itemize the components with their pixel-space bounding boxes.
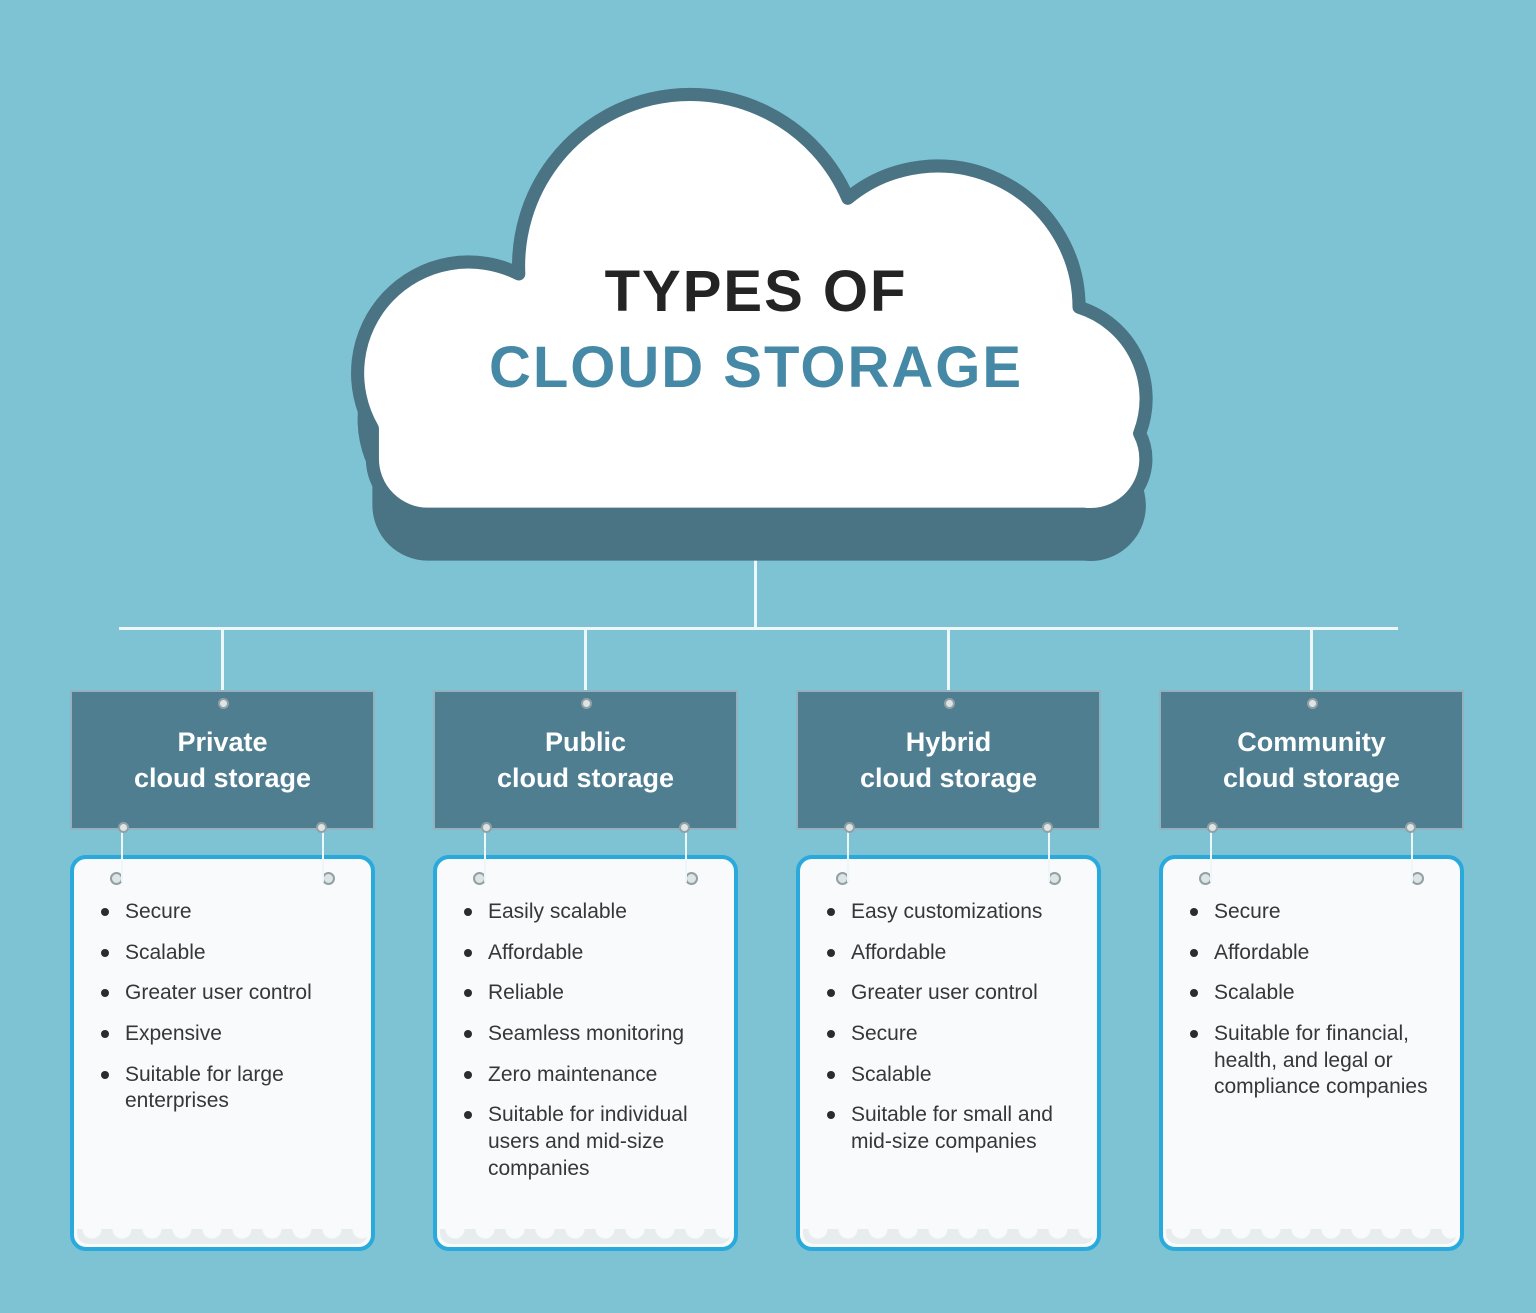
list-item: Suitable for small and mid-size companie… xyxy=(826,1102,1083,1155)
pin-icon xyxy=(118,822,130,833)
list-item: Suitable for financial, health, and lega… xyxy=(1189,1021,1446,1101)
column-header-community: Community cloud storage xyxy=(1159,690,1464,833)
column-title-line-2: cloud storage xyxy=(133,763,312,793)
list-item: Secure xyxy=(100,899,357,926)
cloud-stem-line xyxy=(754,560,757,630)
feature-card-public: Easily scalable Affordable Reliable Seam… xyxy=(433,855,738,1251)
feature-list: Easily scalable Affordable Reliable Seam… xyxy=(463,899,720,1182)
list-item: Expensive xyxy=(100,1021,357,1048)
column-title: Community cloud storage xyxy=(1223,724,1400,797)
column-title-line-2: cloud storage xyxy=(1222,763,1401,793)
paper-edge-decoration xyxy=(77,1229,368,1244)
column-title: Private cloud storage xyxy=(134,724,311,797)
column-header-hybrid: Hybrid cloud storage xyxy=(796,690,1101,833)
list-item: Greater user control xyxy=(100,980,357,1007)
column-header-public: Public cloud storage xyxy=(433,690,738,833)
column-community: Community cloud storage Secure Affordabl… xyxy=(1159,690,1464,1265)
column-public: Public cloud storage Easily scalable Aff… xyxy=(433,690,738,1265)
column-hybrid: Hybrid cloud storage Easy customizations… xyxy=(796,690,1101,1265)
list-item: Reliable xyxy=(463,980,720,1007)
column-title-line-1: Public xyxy=(544,726,626,757)
list-item: Scalable xyxy=(826,1062,1083,1089)
pin-icon xyxy=(1411,872,1425,885)
page-title: TYPES OF CLOUD STORAGE xyxy=(332,260,1180,400)
pin-icon xyxy=(315,822,327,833)
list-item: Scalable xyxy=(100,940,357,967)
list-item: Suitable for large enterprises xyxy=(100,1062,357,1115)
pin-icon xyxy=(481,822,493,833)
list-item: Suitable for individual users and mid-si… xyxy=(463,1102,720,1182)
column-header-private: Private cloud storage xyxy=(70,690,375,833)
feature-card-hybrid: Easy customizations Affordable Greater u… xyxy=(796,855,1101,1251)
list-item: Affordable xyxy=(1189,940,1446,967)
pin-icon xyxy=(1207,822,1219,833)
header-card-link-left xyxy=(1209,826,1212,882)
header-card-link-right xyxy=(685,826,688,882)
list-item: Easily scalable xyxy=(463,899,720,926)
list-item: Affordable xyxy=(826,940,1083,967)
cloud-svg xyxy=(351,87,1153,562)
header-card-link-right xyxy=(1411,826,1414,882)
drop-line-community xyxy=(1310,628,1313,694)
pin-icon xyxy=(217,698,229,709)
pin-icon xyxy=(685,872,699,885)
column-title-line-1: Hybrid xyxy=(905,726,992,757)
title-line-1: TYPES OF xyxy=(604,259,908,324)
drop-line-public xyxy=(584,628,587,694)
header-card-link-right xyxy=(322,826,325,882)
list-item: Secure xyxy=(826,1021,1083,1048)
list-item: Zero maintenance xyxy=(463,1062,720,1089)
pin-icon xyxy=(1306,698,1318,709)
column-title: Hybrid cloud storage xyxy=(860,724,1037,797)
list-item: Secure xyxy=(1189,899,1446,926)
feature-list: Secure Scalable Greater user control Exp… xyxy=(100,899,357,1115)
feature-card-private: Secure Scalable Greater user control Exp… xyxy=(70,855,375,1251)
paper-edge-decoration xyxy=(803,1229,1094,1244)
pin-icon xyxy=(844,822,856,833)
drop-line-private xyxy=(221,628,224,694)
header-card-link-left xyxy=(120,826,123,882)
column-title-line-2: cloud storage xyxy=(859,763,1038,793)
pin-icon xyxy=(322,872,336,885)
feature-list: Secure Affordable Scalable Suitable for … xyxy=(1189,899,1446,1101)
feature-card-community: Secure Affordable Scalable Suitable for … xyxy=(1159,855,1464,1251)
cloud-shape xyxy=(332,80,1180,585)
pin-icon xyxy=(1041,822,1053,833)
list-item: Easy customizations xyxy=(826,899,1083,926)
paper-edge-decoration xyxy=(1166,1229,1457,1244)
column-title-line-1: Private xyxy=(177,726,268,757)
drop-line-hybrid xyxy=(947,628,950,694)
horizontal-rail-line xyxy=(119,627,1398,630)
title-line-2: CLOUD STORAGE xyxy=(488,334,1024,400)
feature-list: Easy customizations Affordable Greater u… xyxy=(826,899,1083,1156)
pin-icon xyxy=(943,698,955,709)
list-item: Scalable xyxy=(1189,980,1446,1007)
list-item: Affordable xyxy=(463,940,720,967)
pin-icon xyxy=(1048,872,1062,885)
cloud-body xyxy=(351,87,1153,522)
column-private: Private cloud storage Secure Scalable Gr… xyxy=(70,690,375,1265)
paper-edge-decoration xyxy=(440,1229,731,1244)
header-card-link-left xyxy=(483,826,486,882)
column-title: Public cloud storage xyxy=(497,724,674,797)
header-card-link-right xyxy=(1048,826,1051,882)
pin-icon xyxy=(580,698,592,709)
column-title-line-2: cloud storage xyxy=(496,763,675,793)
header-card-link-left xyxy=(846,826,849,882)
pin-icon xyxy=(1404,822,1416,833)
list-item: Seamless monitoring xyxy=(463,1021,720,1048)
list-item: Greater user control xyxy=(826,980,1083,1007)
column-title-line-1: Community xyxy=(1237,726,1386,757)
pin-icon xyxy=(678,822,690,833)
